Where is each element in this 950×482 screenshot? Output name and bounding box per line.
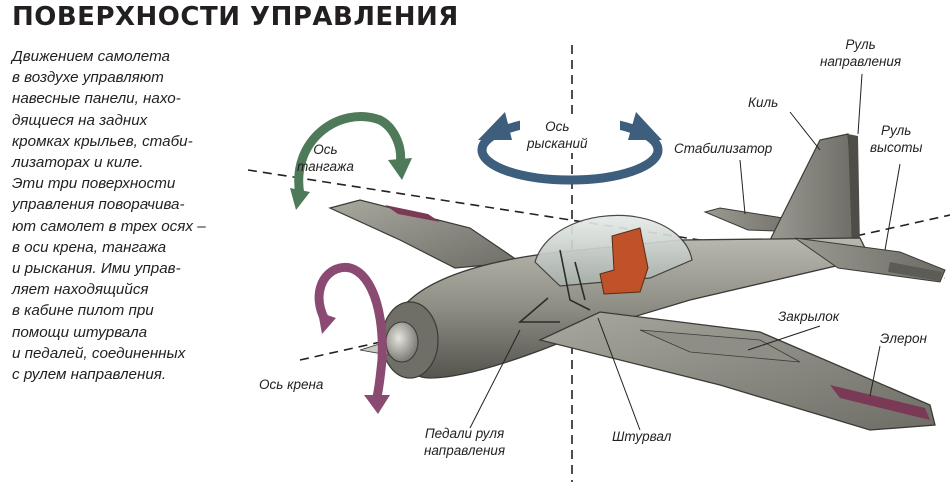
elevator-surface: [888, 262, 942, 281]
description-line: дящиеся на задних: [12, 111, 148, 129]
pedals-label-line1: Педали руля: [424, 426, 505, 441]
page-title: ПОВЕРХНОСТИ УПРАВЛЕНИЯ: [12, 2, 459, 32]
control-linkage: [517, 249, 591, 323]
description-line: кромках крыльев, стаби-: [12, 132, 193, 150]
fin-label: Киль: [748, 95, 779, 110]
vertical-fin: [769, 133, 859, 251]
yaw-label-backdrop: [520, 115, 620, 153]
description-line: и педалей, соединенных: [12, 344, 186, 362]
pedals-label-line2: направления: [424, 443, 506, 458]
yaw-arrowhead-icon: [478, 112, 512, 140]
pitch-axis-label-line2: тангажа: [297, 159, 354, 174]
description-line: ют самолет в трех осях –: [12, 217, 206, 235]
rudder-label-line1: Руль: [845, 37, 876, 52]
description-line: с рулем направления.: [12, 366, 167, 384]
rudder-label: Руль направления: [820, 36, 901, 70]
stabilizer-label: Стабилизатор: [674, 141, 773, 156]
elevator-label-line1: Руль: [881, 123, 912, 138]
roll-arrowhead-icon: [364, 395, 390, 414]
description-line: управления поворачива-: [12, 196, 185, 214]
pitch-arrowhead-icon: [290, 188, 310, 210]
description-line: Движением самолета: [12, 48, 171, 65]
description-line: лизаторах и киле.: [12, 154, 144, 172]
roll-rotation-arrow: [314, 262, 387, 405]
yaw-axis-label-line2: рысканий: [527, 136, 588, 151]
yoke-label: Штурвал: [612, 429, 672, 444]
roll-axis-label: Ось крена: [259, 377, 324, 392]
aileron-label: Элерон: [880, 331, 927, 346]
flap-label: Закрылок: [778, 309, 840, 324]
yaw-axis-label-line1: Ось: [545, 119, 570, 134]
left-aileron: [385, 205, 440, 222]
pitch-axis-label-line1: Ось: [313, 142, 338, 157]
pitch-rotation-arrow: [294, 112, 406, 200]
pedals-label: Педали руля направления: [424, 425, 505, 459]
description-line: и рыскания. Ими управ-: [12, 260, 181, 278]
description-text: Движением самолета в воздухе управляют н…: [12, 46, 244, 385]
description-line: навесные панели, нахо-: [12, 90, 181, 108]
right-aileron: [830, 385, 930, 420]
description-line: ляет находящийся: [12, 281, 149, 299]
pitch-axis-label: Ось тангажа: [297, 141, 354, 175]
rudder-surface: [848, 134, 860, 250]
elevator-label: Руль высоты: [870, 122, 922, 156]
spinner: [385, 321, 419, 363]
elevator-label-line2: высоты: [870, 140, 923, 155]
description-line: в кабине пилот при: [12, 302, 154, 320]
rudder-label-line2: направления: [820, 54, 902, 69]
yaw-arrowhead-icon: [628, 112, 662, 140]
flap-surface: [639, 329, 801, 363]
description-line: в оси крена, тангажа: [12, 238, 167, 256]
pitch-arrowhead-icon: [388, 158, 412, 180]
left-wing: [328, 199, 522, 269]
right-wing: [538, 311, 936, 431]
description-line: помощи штурвала: [12, 323, 148, 341]
description-line: Эти три поверхности: [12, 175, 176, 193]
roll-arrowhead-icon: [318, 312, 336, 334]
pilot-seat: [599, 227, 649, 295]
description-line: в воздухе управляют: [12, 69, 164, 87]
yaw-axis-label: Ось рысканий: [527, 118, 588, 152]
leader-lines: [469, 73, 901, 431]
